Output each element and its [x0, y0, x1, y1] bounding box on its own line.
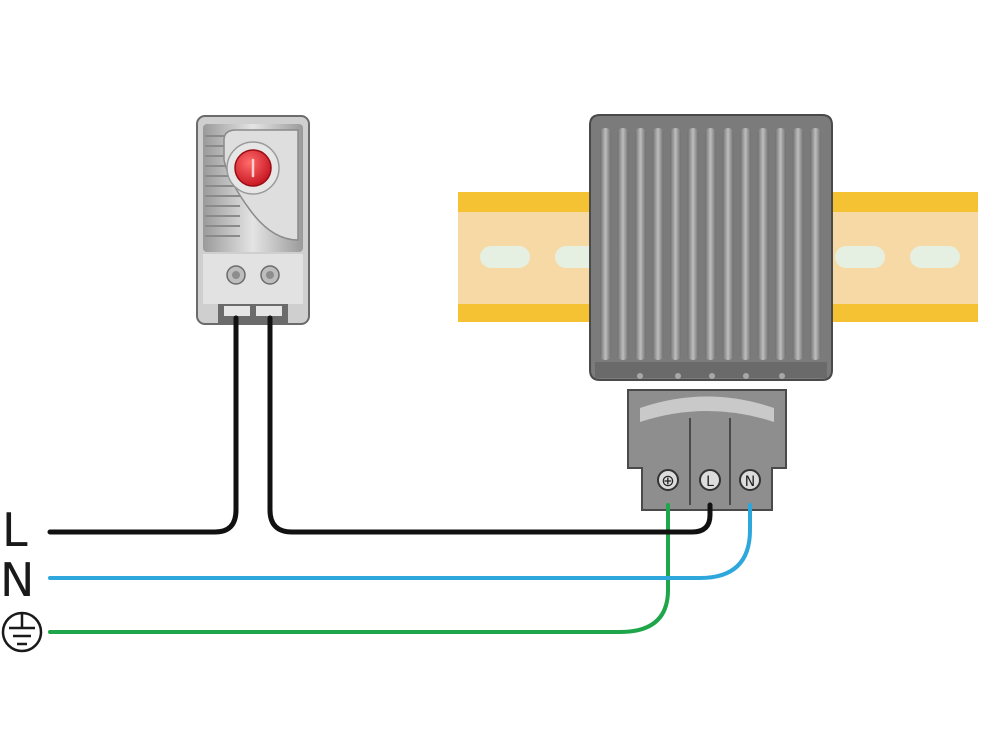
wire-neutral [48, 503, 752, 580]
heater-fin [810, 128, 821, 360]
wire-earth [48, 503, 670, 634]
ground-symbol-icon [1, 611, 43, 653]
heater-fin [705, 128, 716, 360]
label-line: L [2, 503, 28, 557]
heater-fin [775, 128, 786, 360]
label-neutral: N [0, 553, 34, 607]
heater-fin [670, 128, 681, 360]
heater-fin [617, 128, 629, 360]
terminal-neutral: N [739, 469, 761, 491]
thermostat-icon [196, 115, 310, 325]
wire-line [47, 315, 713, 535]
heater-fin [792, 128, 804, 360]
terminal-line: L [699, 469, 721, 491]
svg-text:⊕: ⊕ [661, 471, 674, 490]
svg-text:N: N [745, 474, 755, 490]
heater-fin [687, 128, 699, 360]
heater-fin [722, 128, 734, 360]
heater-fin [740, 128, 751, 360]
heater-fin [635, 128, 646, 360]
terminal-earth: ⊕ [657, 469, 679, 491]
heater-fin [757, 128, 769, 360]
heater-fin [652, 128, 664, 360]
svg-text:L: L [706, 474, 714, 490]
heater-icon: ⊕ L N [589, 114, 833, 511]
heater-fin [600, 128, 611, 360]
